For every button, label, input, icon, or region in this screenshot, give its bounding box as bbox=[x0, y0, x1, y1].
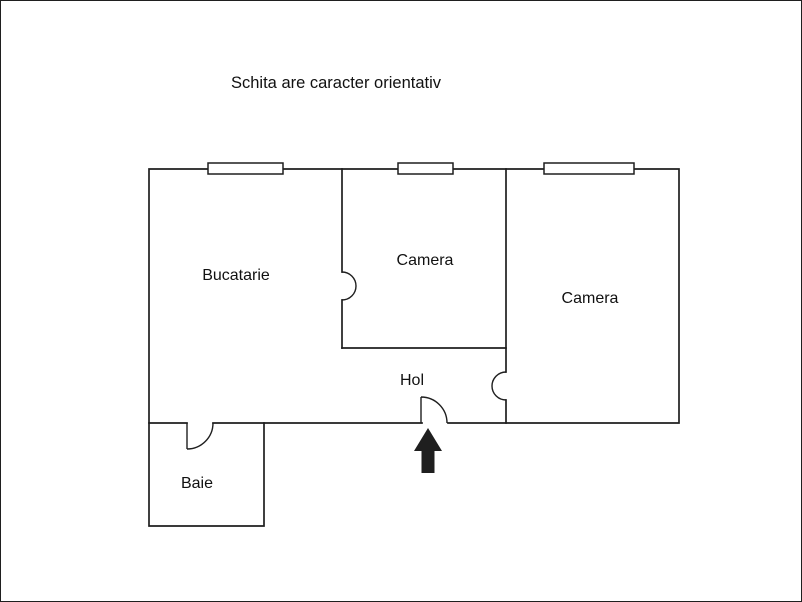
camera1-door-arc-icon bbox=[341, 271, 357, 301]
hall-label: Hol bbox=[400, 372, 424, 389]
bathroom-door-arc-icon bbox=[186, 422, 214, 450]
bathroom-outline-wall bbox=[148, 422, 265, 527]
entrance-up-arrow-icon bbox=[414, 428, 442, 473]
camera2-window-icon bbox=[543, 162, 635, 175]
camera2-label: Camera bbox=[562, 290, 619, 307]
plan-title: Schita are caracter orientativ bbox=[231, 74, 442, 92]
bathroom-walls bbox=[148, 422, 265, 527]
camera1-label: Camera bbox=[397, 252, 454, 269]
entrance-door-arc-icon bbox=[420, 396, 448, 424]
camera2-door-arc-icon bbox=[491, 371, 507, 401]
interior-walls bbox=[341, 168, 507, 424]
camera1-window-icon bbox=[397, 162, 454, 175]
window-symbols bbox=[207, 162, 635, 175]
bathroom-label: Baie bbox=[181, 475, 213, 492]
room-labels: Bucatarie Camera Camera Hol Baie bbox=[181, 252, 619, 492]
kitchen-label: Bucatarie bbox=[202, 267, 270, 284]
door-symbols bbox=[186, 271, 507, 450]
kitchen-window-icon bbox=[207, 162, 284, 175]
